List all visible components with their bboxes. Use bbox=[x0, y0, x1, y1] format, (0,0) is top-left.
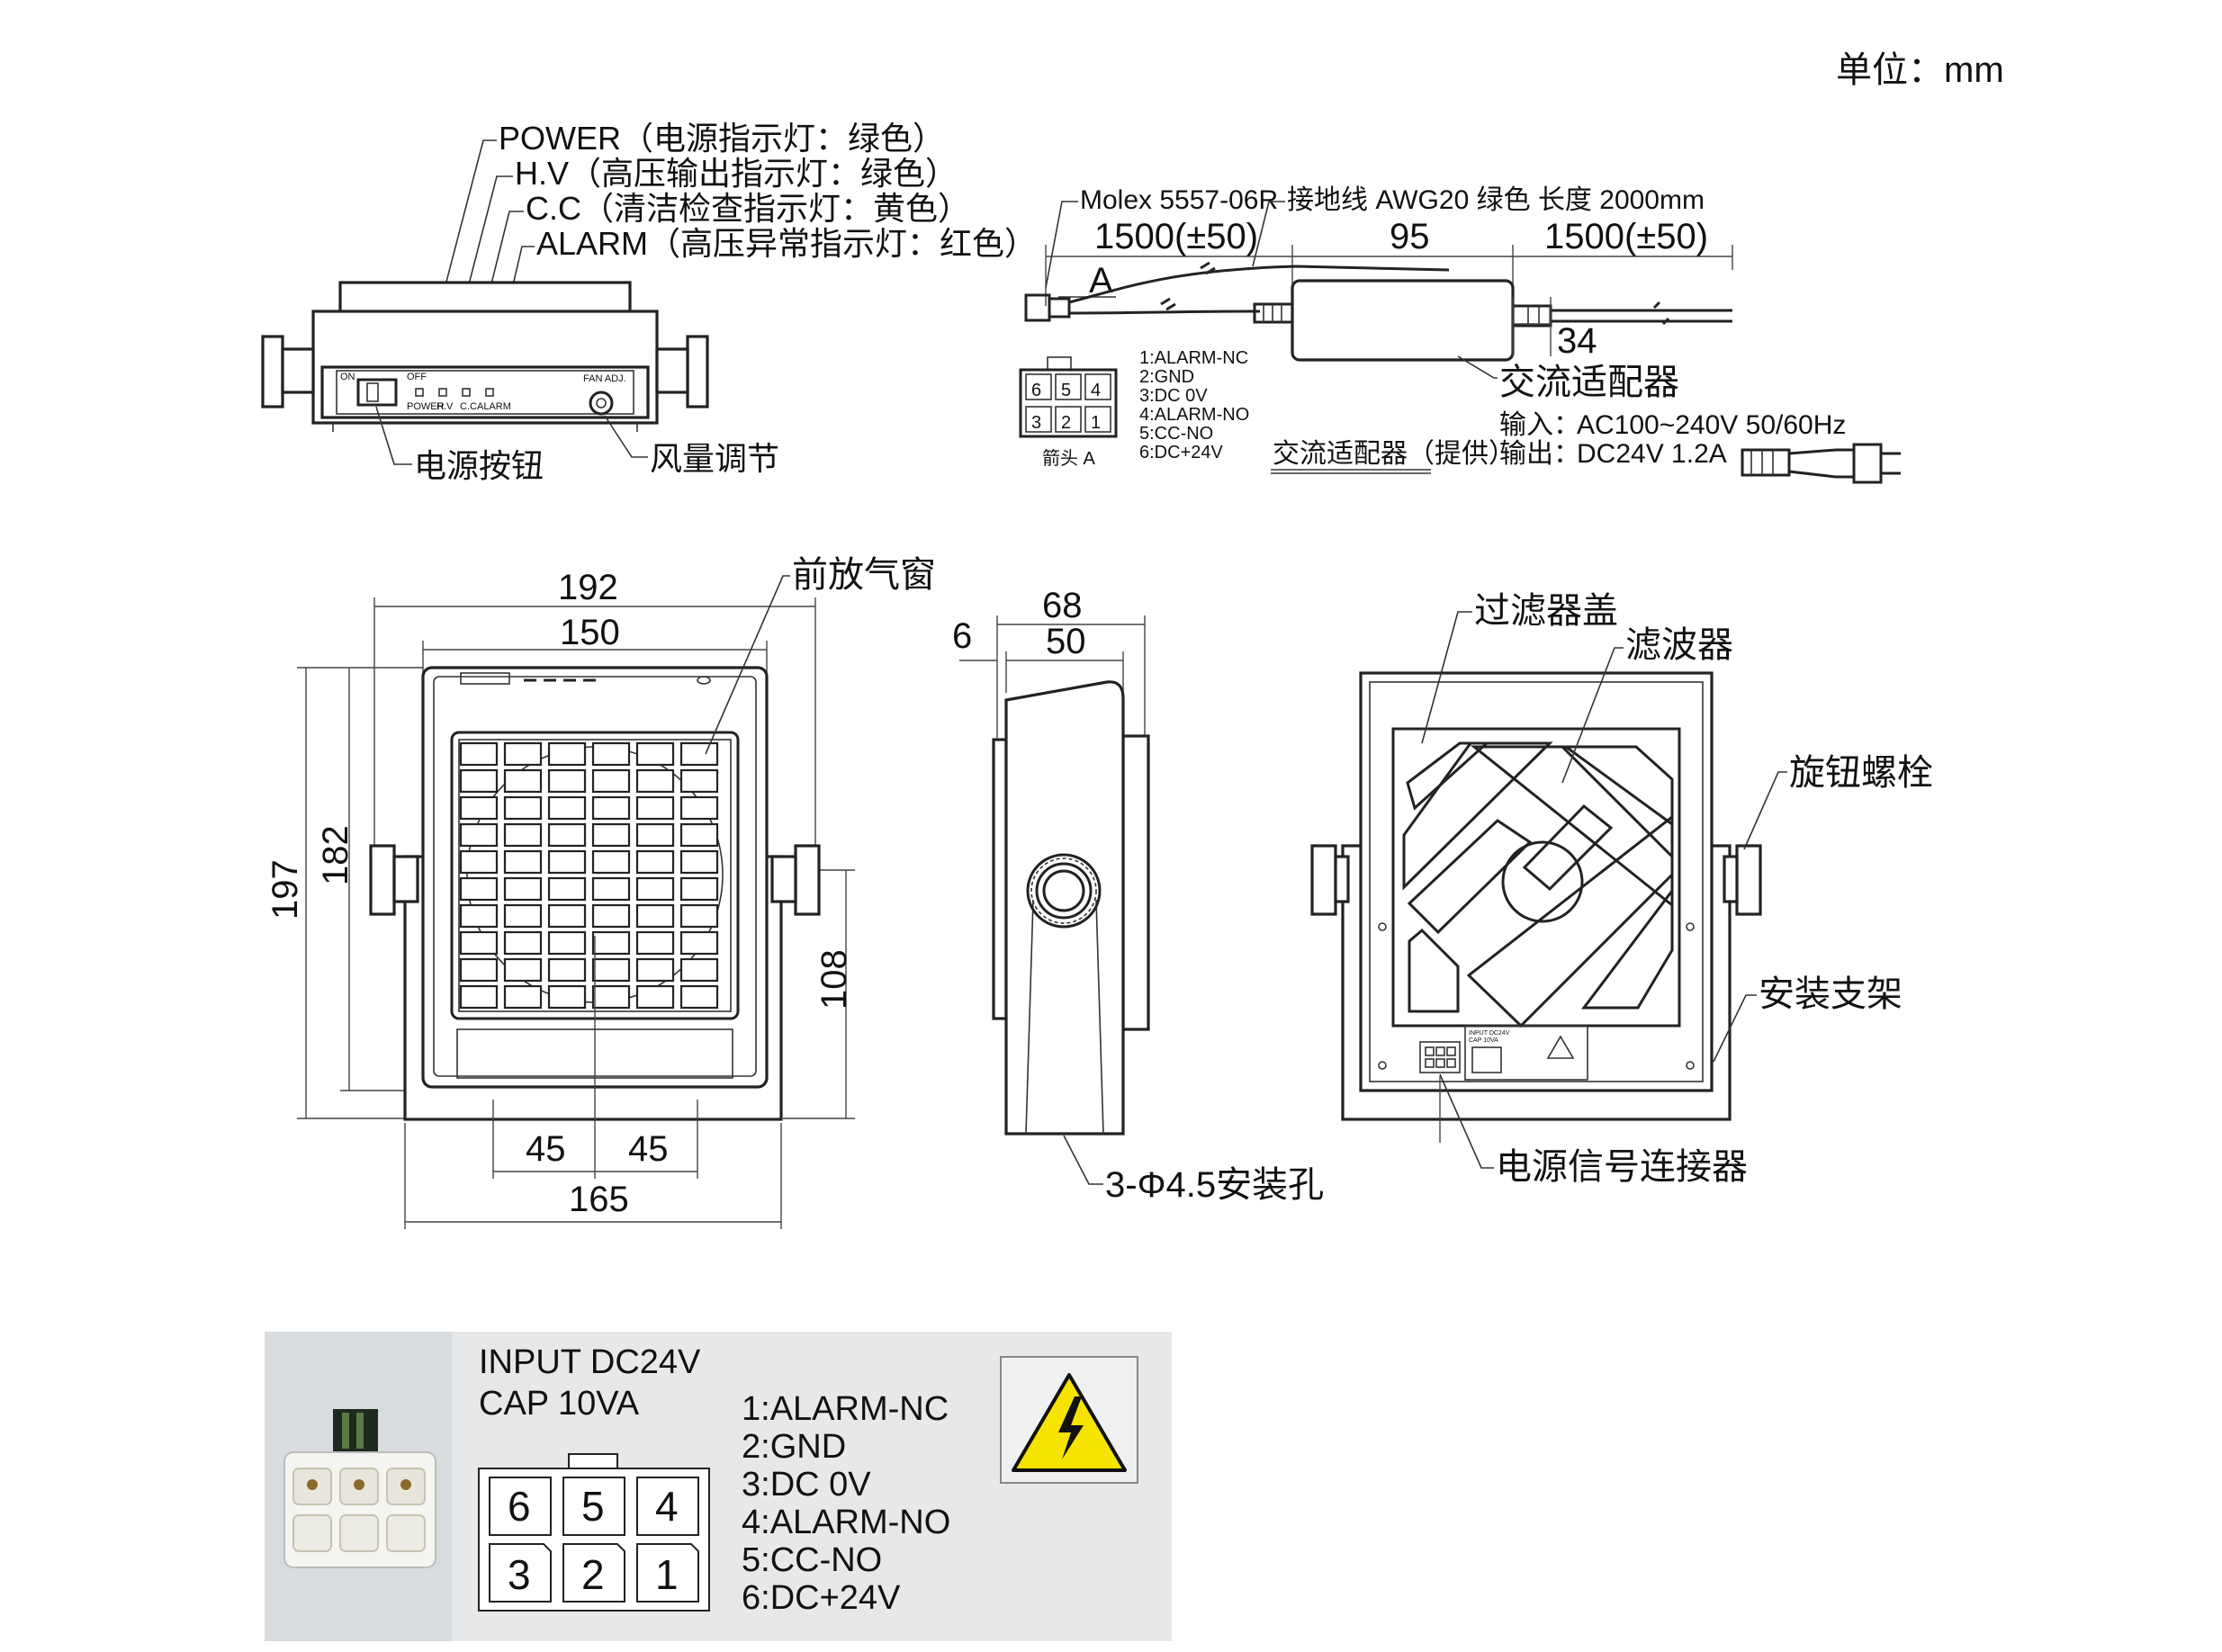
dim-192: 192 bbox=[558, 568, 618, 607]
led-power-text: POWER bbox=[407, 401, 445, 412]
hv-led bbox=[438, 388, 447, 397]
back-mini-label-2: CAP 10VA bbox=[1469, 1037, 1498, 1044]
dim-165: 165 bbox=[569, 1180, 629, 1219]
dim-6: 6 bbox=[952, 616, 972, 656]
plate-pin-6: 6 bbox=[508, 1483, 531, 1530]
control-panel-view: POWER（电源指示灯：绿色） H.V（高压输出指示灯：绿色） C.C（清洁检查… bbox=[261, 120, 1037, 484]
plate-pin-3: 3 bbox=[508, 1551, 531, 1598]
cable-pin-3: 3:DC 0V bbox=[1139, 386, 1208, 406]
dim-45-right: 45 bbox=[628, 1129, 669, 1169]
arrow-a-label: 箭头 A bbox=[1042, 448, 1096, 469]
conn-a-pin-1: 1 bbox=[1091, 413, 1101, 433]
dim-108: 108 bbox=[814, 949, 854, 1010]
plate-pin-desc-6: 6:DC+24V bbox=[742, 1579, 901, 1617]
connector-face-a: 6 5 4 3 2 1 箭头 A bbox=[1019, 356, 1118, 469]
knob-bolt-label: 旋钮螺栓 bbox=[1789, 753, 1933, 793]
power-led-label: POWER（电源指示灯：绿色） bbox=[499, 120, 945, 157]
cable-assembly: Molex 5557-06R 接地线 AWG20 绿色 长度 2000mm 15… bbox=[1019, 185, 1901, 484]
plate-pin-1: 1 bbox=[655, 1551, 679, 1598]
conn-a-pin-4: 4 bbox=[1091, 381, 1101, 400]
plate-pin-5: 5 bbox=[581, 1483, 605, 1530]
led-hv-text: H.V bbox=[436, 401, 454, 412]
cable-pin-list: 1:ALARM-NC 2:GND 3:DC 0V 4:ALARM-NO 5:CC… bbox=[1139, 348, 1249, 462]
conn-a-pin-2: 2 bbox=[1061, 413, 1071, 433]
length-mid: 95 bbox=[1390, 217, 1430, 256]
fan-adjust-label: 风量调节 bbox=[650, 440, 779, 477]
cc-led-label: C.C（清洁检查指示灯：黄色） bbox=[526, 190, 970, 227]
hv-led-label: H.V（高压输出指示灯：绿色） bbox=[515, 155, 958, 192]
plate-pin-2: 2 bbox=[581, 1551, 605, 1598]
length-right: 1500(±50) bbox=[1544, 217, 1708, 256]
dim-150: 150 bbox=[560, 613, 620, 652]
alarm-led-label: ALARM（高压异常指示灯：红色） bbox=[536, 225, 1037, 262]
adapter-supplied-label: 交流适配器（提供） bbox=[1273, 439, 1516, 469]
length-left: 1500(±50) bbox=[1094, 217, 1258, 256]
conn-a-pin-6: 6 bbox=[1031, 381, 1041, 400]
adapter-label: 交流适配器 bbox=[1499, 363, 1679, 402]
power-connector-label: 电源信号连接器 bbox=[1496, 1147, 1748, 1187]
plate-pin-desc-3: 3:DC 0V bbox=[742, 1466, 871, 1504]
plate-pin-4: 4 bbox=[655, 1483, 679, 1530]
side-view: 68 50 6 3-Φ4.5安装孔 bbox=[952, 586, 1324, 1205]
back-mini-label-1: INPUT DC24V bbox=[1469, 1030, 1510, 1037]
input-value: AC100~240V 50/60Hz bbox=[1577, 410, 1846, 440]
conn-a-pin-5: 5 bbox=[1061, 381, 1071, 400]
cable-pin-6: 6:DC+24V bbox=[1139, 443, 1223, 462]
dim-182: 182 bbox=[316, 825, 355, 885]
dim-50: 50 bbox=[1046, 622, 1086, 661]
plate-connector-diagram: 6 5 4 3 2 1 bbox=[478, 1453, 710, 1612]
filter-cover-label: 过滤器盖 bbox=[1474, 591, 1618, 631]
dim-45-left: 45 bbox=[526, 1129, 566, 1169]
output-label: 输出： bbox=[1499, 439, 1580, 469]
fan-adj-text: FAN ADJ. bbox=[583, 373, 626, 384]
power-switch[interactable] bbox=[356, 378, 398, 407]
high-voltage-warning-icon bbox=[1000, 1356, 1138, 1484]
dim-68: 68 bbox=[1042, 586, 1083, 625]
ac-plug-icon bbox=[1741, 443, 1901, 484]
cable-pin-5: 5:CC-NO bbox=[1139, 424, 1213, 444]
cable-pin-1: 1:ALARM-NC bbox=[1139, 348, 1248, 368]
bracket-label: 安装支架 bbox=[1759, 974, 1903, 1014]
cc-led bbox=[462, 388, 471, 397]
ac-adapter bbox=[1291, 279, 1515, 362]
front-view: 192 150 197 182 108 bbox=[265, 555, 936, 1229]
label-plate: INPUT DC24V CAP 10VA 6 5 4 3 2 1 1:ALARM… bbox=[265, 1332, 1172, 1641]
plate-pin-desc-4: 4:ALARM-NO bbox=[742, 1504, 950, 1541]
plate-input-label: INPUT DC24V bbox=[479, 1343, 701, 1381]
filter-label: 滤波器 bbox=[1625, 625, 1733, 665]
dim-197: 197 bbox=[265, 859, 305, 920]
input-label: 输入： bbox=[1499, 410, 1580, 440]
plate-pin-desc-2: 2:GND bbox=[742, 1428, 846, 1466]
connector-photo bbox=[283, 1409, 436, 1568]
off-label: OFF bbox=[407, 372, 427, 382]
fan-adjust-knob[interactable] bbox=[589, 391, 614, 416]
led-alarm-text: ALARM bbox=[477, 401, 511, 412]
power-led bbox=[415, 388, 424, 397]
plate-pin-list: 1:ALARM-NC 2:GND 3:DC 0V 4:ALARM-NO 5:CC… bbox=[742, 1390, 950, 1617]
molex-label: Molex 5557-06R bbox=[1080, 185, 1278, 215]
cable-pin-4: 4:ALARM-NO bbox=[1139, 405, 1249, 425]
ground-wire-label: 接地线 AWG20 绿色 长度 2000mm bbox=[1287, 185, 1705, 215]
dim-34: 34 bbox=[1557, 321, 1597, 361]
output-value: DC24V 1.2A bbox=[1577, 439, 1727, 469]
front-window-label: 前放气窗 bbox=[792, 555, 936, 595]
back-view: INPUT DC24V CAP 10VA 过滤器盖 滤波器 旋钮螺栓 安装支架 … bbox=[1310, 591, 1933, 1187]
plate-cap-label: CAP 10VA bbox=[479, 1385, 640, 1423]
power-button-label: 电源按钮 bbox=[414, 447, 544, 484]
on-label: ON bbox=[340, 372, 355, 382]
conn-a-pin-3: 3 bbox=[1031, 413, 1041, 433]
plate-pin-desc-5: 5:CC-NO bbox=[742, 1541, 882, 1579]
front-grille bbox=[459, 741, 719, 1010]
plate-pin-desc-1: 1:ALARM-NC bbox=[742, 1390, 949, 1428]
led-cc-text: C.C bbox=[460, 401, 477, 412]
cable-pin-2: 2:GND bbox=[1139, 367, 1194, 387]
alarm-led bbox=[485, 388, 494, 397]
mounting-holes-label: 3-Φ4.5安装孔 bbox=[1105, 1165, 1324, 1205]
unit-label: 单位：mm bbox=[1836, 50, 2004, 90]
